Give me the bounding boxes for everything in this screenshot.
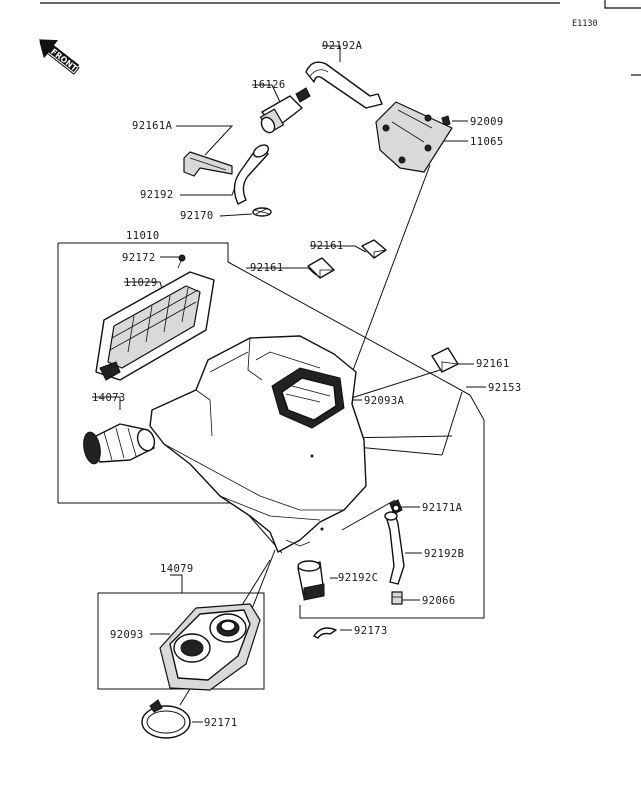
reference-code: E1130: [572, 19, 598, 29]
label-11065: 11065: [470, 136, 504, 148]
label-14079: 14079: [160, 563, 194, 575]
fitting-92192C-part: [297, 560, 325, 601]
valve-16126-part: [259, 87, 311, 134]
clamp-92171A-part: [389, 499, 403, 515]
part-labels: 92192A 16126 92161A 92009 11065 92192 92…: [92, 40, 522, 729]
label-92161-right: 92161: [476, 358, 510, 370]
label-92172: 92172: [122, 252, 156, 264]
cover-11065-part: [375, 101, 453, 173]
pad-92161-right-part: [431, 347, 459, 373]
pad-92161-top-part: [361, 239, 387, 259]
holder-14079-part: [159, 603, 261, 691]
front-arrow-icon: FRONT: [39, 39, 80, 75]
hose-92192-part: [233, 144, 270, 205]
label-92093: 92093: [110, 629, 144, 641]
page-frame: [40, 0, 641, 76]
label-11010: 11010: [126, 230, 160, 242]
front-label: FRONT: [49, 47, 79, 73]
clip-92170-part: [252, 207, 272, 217]
clip-92173-part: [313, 627, 337, 639]
label-92161-mid: 92161: [250, 262, 284, 274]
bracket-92161A-part: [183, 151, 233, 177]
label-92170: 92170: [180, 210, 214, 222]
label-92066: 92066: [422, 595, 456, 607]
hose-92192B-part: [384, 511, 405, 585]
label-92161-top: 92161: [310, 240, 344, 252]
filter-11029-part: [95, 271, 215, 381]
airbox-11010-part: [149, 335, 367, 553]
label-92192: 92192: [140, 189, 174, 201]
label-92192B: 92192B: [424, 548, 464, 560]
clamp-92171-part: [141, 699, 191, 739]
hose-92192A-part: [305, 61, 383, 109]
label-14073: 14073: [92, 392, 126, 404]
label-92161A: 92161A: [132, 120, 173, 132]
label-92009: 92009: [470, 116, 504, 128]
label-92171: 92171: [204, 717, 238, 729]
duct-14073-part: [83, 423, 156, 465]
label-92171A: 92171A: [422, 502, 463, 514]
label-92192C: 92192C: [338, 572, 378, 584]
label-11029: 11029: [124, 277, 158, 289]
label-92192A: 92192A: [322, 40, 363, 52]
label-16126: 16126: [252, 79, 286, 91]
label-92153: 92153: [488, 382, 522, 394]
label-92093A: 92093A: [364, 395, 405, 407]
pad-92161-mid-part: [307, 257, 335, 279]
plug-92066-part: [391, 591, 403, 605]
label-92173: 92173: [354, 625, 388, 637]
screw-92172-part: [177, 254, 186, 269]
